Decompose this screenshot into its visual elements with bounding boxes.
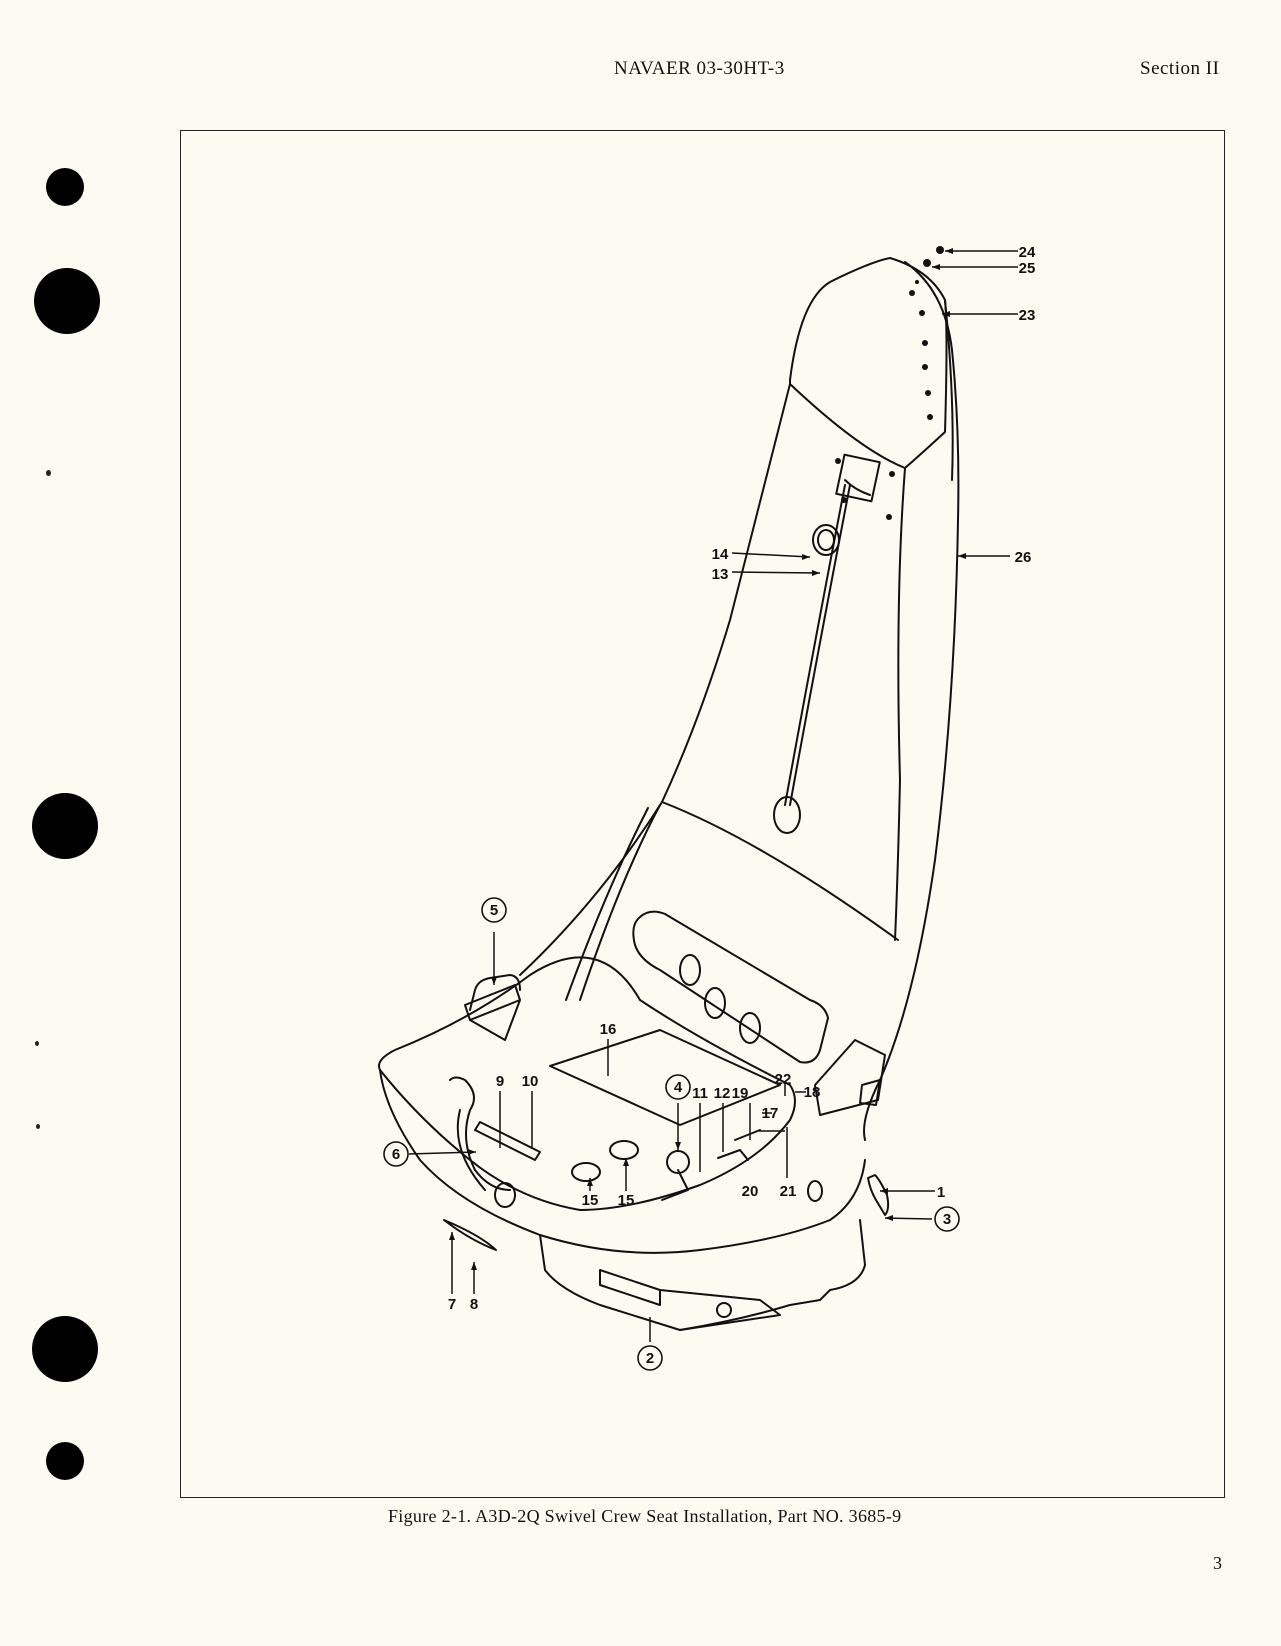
callout-26: 26 <box>1015 549 1032 566</box>
callout-5: 5 <box>490 902 498 919</box>
back-shell-right <box>863 261 960 1141</box>
cable <box>789 484 851 806</box>
recess-panel <box>632 910 829 1064</box>
callout-13: 13 <box>712 566 729 583</box>
callout-2: 2 <box>646 1350 654 1367</box>
callout-25: 25 <box>1019 260 1036 277</box>
callout-circle-5 <box>481 897 507 923</box>
callout-4: 4 <box>674 1079 683 1096</box>
figure-frame <box>180 130 1225 1498</box>
back-shell-left <box>519 383 791 976</box>
callout-circle-3 <box>934 1206 960 1232</box>
callout-12: 12 <box>714 1085 731 1102</box>
callout-15a: 15 <box>582 1192 599 1209</box>
callout-3: 3 <box>943 1211 951 1228</box>
callout-10: 10 <box>522 1073 539 1090</box>
callout-18: 18 <box>804 1084 821 1101</box>
callout-1: 1 <box>937 1184 945 1201</box>
callout-14: 14 <box>712 546 729 563</box>
seat-rim <box>378 956 796 1211</box>
handle <box>464 984 521 1021</box>
callout-circle-4 <box>665 1074 691 1100</box>
document-number: NAVAER 03-30HT-3 <box>614 58 785 79</box>
callout-circle-2 <box>637 1345 663 1371</box>
speck <box>46 470 51 476</box>
page-number: 3 <box>1213 1553 1222 1573</box>
callout-8: 8 <box>470 1296 478 1313</box>
binder-hole-3 <box>32 793 98 859</box>
callout-circle-6 <box>383 1141 409 1167</box>
callout-17: 17 <box>762 1105 779 1122</box>
callout-9: 9 <box>496 1073 504 1090</box>
callout-7: 7 <box>448 1296 456 1313</box>
callout-6: 6 <box>392 1146 400 1163</box>
callout-19: 19 <box>732 1085 749 1102</box>
callout-21: 21 <box>780 1183 797 1200</box>
lever <box>449 1076 511 1191</box>
callout-23: 23 <box>1019 307 1036 324</box>
callout-11: 11 <box>692 1085 708 1102</box>
headrest <box>789 257 948 469</box>
callout-22: 22 <box>775 1071 792 1088</box>
speck <box>35 1041 39 1046</box>
figure-caption: Figure 2-1. A3D-2Q Swivel Crew Seat Inst… <box>388 1506 902 1526</box>
section-label: Section II <box>1140 58 1220 79</box>
binder-hole-4 <box>32 1316 98 1382</box>
binder-hole-2 <box>34 268 100 334</box>
binder-hole-1 <box>46 168 84 206</box>
callout-20: 20 <box>742 1183 759 1200</box>
callout-15b: 15 <box>618 1192 635 1209</box>
callout-24: 24 <box>1019 244 1036 261</box>
swivel-base <box>539 1234 831 1331</box>
speck <box>36 1124 40 1129</box>
callout-16: 16 <box>600 1021 617 1038</box>
binder-hole-5 <box>46 1442 84 1480</box>
